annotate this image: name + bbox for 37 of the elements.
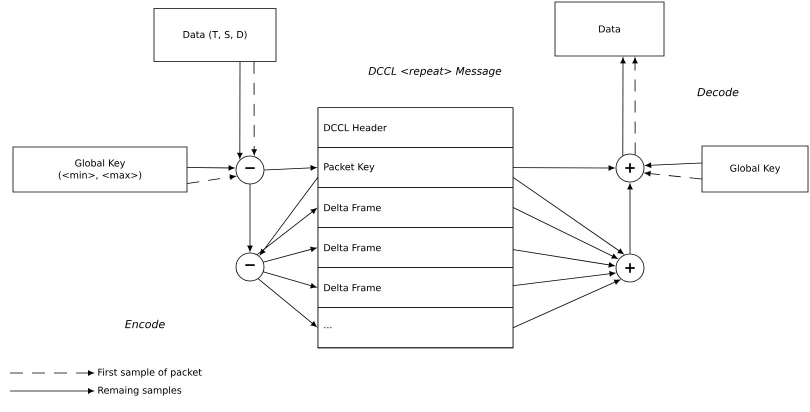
arrow bbox=[620, 57, 626, 156]
table-row: Packet Key bbox=[318, 147, 514, 188]
section-label: Decode bbox=[697, 88, 738, 96]
arrow bbox=[258, 278, 317, 328]
arrow bbox=[632, 57, 638, 155]
table-row: ... bbox=[318, 307, 514, 348]
table-row: Delta Frame bbox=[318, 227, 514, 268]
section-label: Encode bbox=[125, 320, 165, 328]
key-box: Global Key bbox=[702, 146, 808, 192]
table-row: Delta Frame bbox=[318, 187, 514, 228]
legend-text: First sample of packet bbox=[98, 368, 202, 378]
key-box: Global Key (<min>, <max>) bbox=[12, 146, 188, 192]
arrow bbox=[513, 165, 615, 171]
arrow bbox=[513, 280, 620, 328]
arrow bbox=[187, 165, 235, 171]
table-row: Delta Frame bbox=[318, 267, 514, 308]
arrow bbox=[644, 170, 702, 180]
arrow bbox=[247, 184, 253, 252]
arrow bbox=[263, 272, 317, 288]
table-row: DCCL Header bbox=[318, 107, 514, 148]
legend-text: Remaing samples bbox=[98, 386, 182, 396]
arrow bbox=[513, 177, 624, 254]
arrow bbox=[264, 165, 317, 171]
arrow bbox=[627, 183, 633, 254]
arrow bbox=[252, 62, 257, 156]
arrow bbox=[513, 207, 618, 259]
node-label: DCCL <repeat> Message bbox=[368, 67, 502, 77]
data-box: Data bbox=[554, 2, 664, 56]
arrow bbox=[260, 177, 318, 256]
arrow bbox=[256, 208, 317, 255]
arrow bbox=[513, 271, 616, 286]
arrow bbox=[187, 174, 236, 184]
arrow bbox=[263, 246, 317, 262]
arrow bbox=[237, 62, 242, 159]
data-box: Data (T, S, D) bbox=[154, 8, 276, 62]
arrow bbox=[645, 162, 702, 168]
arrow bbox=[513, 249, 615, 268]
